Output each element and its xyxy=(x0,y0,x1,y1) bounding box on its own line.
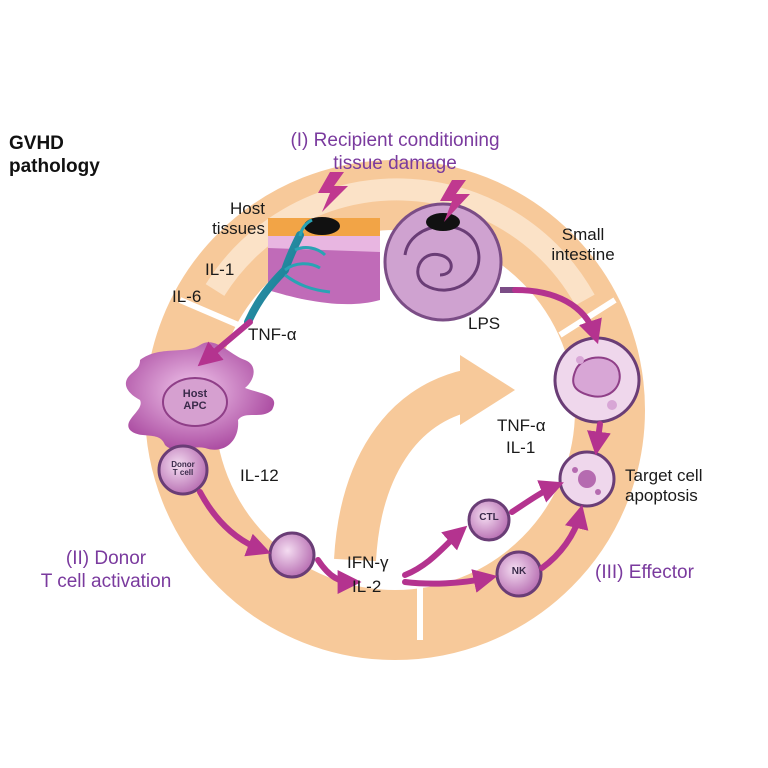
figure-heading: GVHD pathology xyxy=(9,133,100,179)
macrophage-cell xyxy=(553,336,641,424)
ctl-label: CTL xyxy=(479,512,499,523)
arrow-donor-to-activated xyxy=(197,489,272,557)
tnf-alpha-label-2: TNF-α xyxy=(497,416,546,435)
donor-t-line1: Donor xyxy=(171,460,195,469)
small-intestine-line2: intestine xyxy=(551,244,615,264)
inner-cycle-arrow xyxy=(334,355,515,562)
phase1-line2: tissue damage xyxy=(333,152,457,174)
il1-label: IL-1 xyxy=(205,260,235,279)
lps-label: LPS xyxy=(468,314,501,333)
small-intestine-line1: Small xyxy=(561,225,605,244)
target-cell-label: Target cell apoptosis xyxy=(625,466,702,505)
lightning-bolt-1 xyxy=(318,172,348,212)
nk-label: NK xyxy=(511,566,527,577)
activated-t-cell xyxy=(268,531,316,579)
arrow-ctl-to-target xyxy=(509,480,564,515)
arrow-macrophage-to-target xyxy=(587,421,611,456)
target-cell-line1: Target cell xyxy=(625,466,703,485)
il6-label: IL-6 xyxy=(172,287,202,306)
host-tissues-label: Host tissues xyxy=(185,199,265,238)
host-apc-line2: APC xyxy=(183,399,207,412)
heading-line1: GVHD xyxy=(9,133,64,154)
host-apc-line1: Host xyxy=(182,388,208,400)
phase2-title: (II) Donor T cell activation xyxy=(6,548,206,594)
il12-label: IL-12 xyxy=(240,466,279,485)
phase2-line1: (II) Donor xyxy=(65,548,147,569)
ctl-cell xyxy=(467,498,511,542)
donor-t-cell xyxy=(157,444,209,496)
arrow-tnf-to-apc xyxy=(197,319,253,367)
il1-label-2: IL-1 xyxy=(506,438,536,457)
tnf-alpha-label-1: TNF-α xyxy=(248,325,297,344)
heading-line2: pathology xyxy=(9,155,100,177)
ifn-gamma-label: IFN-γ xyxy=(347,553,389,572)
arrow-nk-to-target xyxy=(539,504,589,571)
nerve-tissue xyxy=(244,218,331,326)
arrows xyxy=(197,287,611,594)
host-tissues-line2: tissues xyxy=(212,218,265,238)
arrow-activated-to-cytokines xyxy=(315,557,362,594)
phase1-title: (I) Recipient conditioning tissue damage xyxy=(225,130,565,176)
host-apc-cell xyxy=(125,342,275,450)
arrow-cytokines-to-nk xyxy=(402,569,498,593)
target-cell-line2: apoptosis xyxy=(625,485,698,505)
small-intestine-label: Small intestine xyxy=(538,225,628,264)
il2-label: IL-2 xyxy=(352,577,382,596)
donor-t-line2: T cell xyxy=(172,468,194,478)
intestine-graphic xyxy=(383,202,515,322)
target-cell xyxy=(558,450,616,508)
arrow-cytokines-to-ctl xyxy=(402,525,468,578)
lightning-bolt-2 xyxy=(440,180,470,222)
donor-t-cell-label: Donor T cell xyxy=(158,460,208,478)
phase1-line1: (I) Recipient conditioning xyxy=(290,130,500,151)
host-tissues-line1: Host xyxy=(230,199,265,218)
phase3-title: (III) Effector xyxy=(595,562,694,583)
arrow-intestine-to-macrophage xyxy=(512,287,602,345)
host-apc-label: Host APC xyxy=(165,388,225,412)
phase2-line2: T cell activation xyxy=(40,570,172,592)
